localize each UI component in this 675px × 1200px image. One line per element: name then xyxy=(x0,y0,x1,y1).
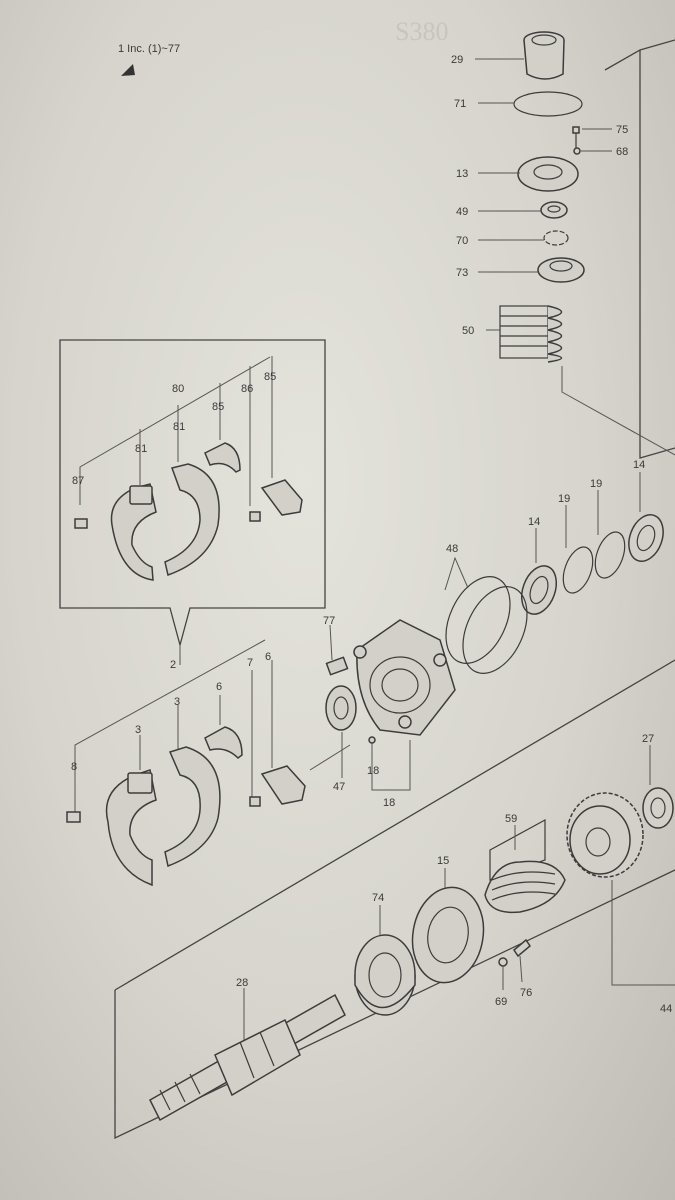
part-74-bearing xyxy=(354,905,416,1016)
callout-86: 86 xyxy=(241,383,253,395)
callout-14-right: 14 xyxy=(633,459,645,471)
callout-74: 74 xyxy=(372,892,384,904)
callout-77: 77 xyxy=(323,615,335,627)
part-14-bearing-right xyxy=(628,514,664,562)
callout-70: 70 xyxy=(456,235,468,247)
callout-13: 13 xyxy=(456,168,468,180)
part-59-spring-set xyxy=(484,818,566,914)
callout-18-a: 18 xyxy=(367,765,379,777)
panel-housing xyxy=(309,619,456,771)
part-14-bearing-left xyxy=(520,565,558,615)
callout-87: 87 xyxy=(72,475,84,487)
ghost-header-text: S380 xyxy=(395,17,448,46)
part-75-bolt xyxy=(572,126,580,148)
callout-76: 76 xyxy=(520,987,532,999)
callout-48: 48 xyxy=(446,543,458,555)
callout-71: 71 xyxy=(454,98,466,110)
callout-19-b: 19 xyxy=(558,493,570,505)
lower-frame-top xyxy=(114,659,675,991)
upper-leaders xyxy=(475,58,675,456)
callout-81-a: 81 xyxy=(135,443,147,455)
inset-detail-box xyxy=(59,339,326,648)
callout-50: 50 xyxy=(462,325,474,337)
callout-28: 28 xyxy=(236,977,248,989)
callout-7: 7 xyxy=(247,657,253,669)
part-15-plate xyxy=(411,868,485,984)
upper-right-frame xyxy=(604,39,675,459)
callout-29: 29 xyxy=(451,54,463,66)
callout-44: 44 xyxy=(660,1003,672,1015)
callout-6-a: 6 xyxy=(216,681,222,693)
part-76-bolt xyxy=(513,938,531,958)
leader-76 xyxy=(519,955,523,983)
part-70-circlip xyxy=(543,230,569,246)
callout-15: 15 xyxy=(437,855,449,867)
callout-6-b: 6 xyxy=(265,651,271,663)
part-18-pin xyxy=(368,736,376,744)
callout-81-b: 81 xyxy=(173,421,185,433)
callout-59: 59 xyxy=(505,813,517,825)
callout-80: 80 xyxy=(172,383,184,395)
callout-73: 73 xyxy=(456,267,468,279)
callout-47: 47 xyxy=(333,781,345,793)
callout-75: 75 xyxy=(616,124,628,136)
callout-85-b: 85 xyxy=(264,371,276,383)
housing-leaders xyxy=(341,732,411,791)
part-29-cup xyxy=(523,31,565,80)
part-50-spring-stack xyxy=(499,305,563,363)
part-49-seal xyxy=(540,201,568,219)
callout-68: 68 xyxy=(616,146,628,158)
callout-49: 49 xyxy=(456,206,468,218)
callout-18-b: 18 xyxy=(383,797,395,809)
brake-shoe-assembly xyxy=(66,639,306,887)
part-27-bearing xyxy=(642,787,674,829)
callout-85-a: 85 xyxy=(212,401,224,413)
right-middle-leaders xyxy=(444,472,641,591)
part-44-gear xyxy=(566,792,675,986)
callout-14-left: 14 xyxy=(528,516,540,528)
part-48-oring-a xyxy=(445,576,511,664)
part-69-washer xyxy=(498,957,508,967)
callout-3-b: 3 xyxy=(174,696,180,708)
callout-19-a: 19 xyxy=(590,478,602,490)
part-73-bearing xyxy=(537,257,585,283)
part-48-oring-b xyxy=(462,586,528,674)
part-28-shaft xyxy=(149,988,346,1122)
callout-27: 27 xyxy=(642,733,654,745)
part-68-washer xyxy=(573,147,581,155)
arrow-marker-icon xyxy=(121,64,135,76)
callout-3-a: 3 xyxy=(135,724,141,736)
callout-69: 69 xyxy=(495,996,507,1008)
part-19-circlip-a xyxy=(594,531,626,579)
part-71-oring xyxy=(513,91,583,117)
inclusion-note: 1 Inc. (1)~77 xyxy=(118,43,180,55)
callout-8: 8 xyxy=(71,761,77,773)
lower-frame xyxy=(114,869,675,1140)
callout-2: 2 xyxy=(170,659,176,671)
part-47-seal xyxy=(325,685,357,731)
part-19-circlip-b xyxy=(562,546,594,594)
part-13-plate xyxy=(517,156,579,192)
